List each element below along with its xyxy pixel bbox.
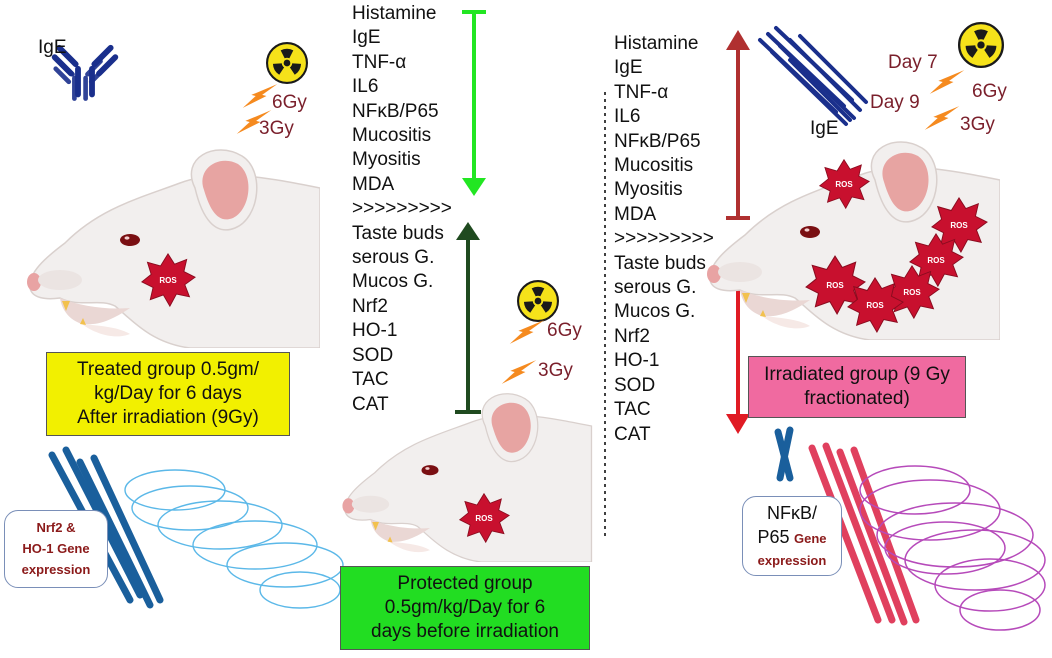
right-marker-item: HO-1 bbox=[614, 350, 660, 372]
center-marker-item: Mucos G. bbox=[352, 271, 434, 293]
center-list-separator: >>>>>>>>> bbox=[352, 198, 452, 220]
protected-box-line: days before irradiation bbox=[371, 621, 559, 642]
right-marker-list: Histamine IgE TNF-α IL6 NFκB/P65 Mucosit… bbox=[614, 32, 714, 447]
center-marker-item: Histamine bbox=[352, 3, 437, 24]
right-marker-item: TAC bbox=[614, 399, 651, 421]
red-arrow-up bbox=[726, 30, 750, 220]
svg-text:ROS: ROS bbox=[835, 180, 853, 189]
center-marker-item: Mucositis bbox=[352, 125, 432, 147]
ros-burst-center: ROS bbox=[459, 493, 510, 543]
right-marker-item: TNF-α bbox=[614, 81, 669, 103]
gene-right-line: expression bbox=[757, 553, 827, 568]
protected-box-line: Protected group bbox=[397, 573, 533, 594]
svg-text:ROS: ROS bbox=[826, 281, 844, 290]
center-marker-item: CAT bbox=[352, 393, 389, 415]
gene-right-line: P65 bbox=[757, 527, 790, 547]
right-marker-item: Taste buds bbox=[614, 252, 706, 274]
lightning-icon-right-2 bbox=[924, 106, 960, 130]
right-marker-item: MDA bbox=[614, 203, 657, 225]
center-marker-item: TNF-α bbox=[352, 51, 407, 73]
center-marker-item: MDA bbox=[352, 173, 395, 195]
gene-left-line: HO-1 Gene bbox=[22, 541, 90, 556]
irradiated-box-line: Irradiated group (9 Gy bbox=[764, 364, 950, 385]
right-list-separator: >>>>>>>>> bbox=[614, 228, 714, 250]
treated-box-line: Treated group 0.5gm/ bbox=[76, 359, 259, 380]
center-marker-item: serous G. bbox=[352, 247, 435, 269]
svg-text:ROS: ROS bbox=[159, 276, 177, 285]
svg-text:ROS: ROS bbox=[475, 514, 493, 523]
ros-bursts-right: ROS ROS ROS ROS ROS ROS bbox=[805, 159, 988, 333]
chromosome-dna-right bbox=[774, 426, 1046, 631]
dose-3gy-right: 3Gy bbox=[960, 114, 995, 135]
right-marker-item: CAT bbox=[614, 423, 651, 445]
dose-6gy-center: 6Gy bbox=[547, 320, 582, 341]
treated-group-box: Treated group 0.5gm/ kg/Day for 6 days A… bbox=[46, 352, 290, 436]
right-marker-item: Mucos G. bbox=[614, 301, 696, 323]
gene-expression-label-right: NFκB/ P65 Gene expression bbox=[742, 496, 842, 576]
right-marker-item: SOD bbox=[614, 374, 656, 396]
svg-text:ROS: ROS bbox=[950, 221, 968, 230]
dark-green-arrow-up bbox=[455, 222, 481, 414]
day9-label: Day 9 bbox=[870, 92, 920, 113]
gene-left-line: Nrf2 & bbox=[36, 520, 76, 535]
right-marker-item: NFκB/P65 bbox=[614, 130, 701, 152]
radiation-icon-center bbox=[517, 280, 559, 322]
treated-box-line: kg/Day for 6 days bbox=[94, 383, 242, 404]
day7-label: Day 7 bbox=[888, 52, 938, 73]
dose-6gy-right: 6Gy bbox=[972, 81, 1007, 102]
center-marker-item: IL6 bbox=[352, 76, 379, 98]
center-marker-item: Myositis bbox=[352, 149, 421, 171]
treated-box-line: After irradiation (9Gy) bbox=[77, 407, 259, 428]
right-marker-item: IL6 bbox=[614, 106, 641, 128]
gene-right-line: NFκB/ bbox=[766, 503, 817, 523]
irradiated-group-box: Irradiated group (9 Gy fractionated) bbox=[748, 356, 966, 418]
dose-3gy-center: 3Gy bbox=[538, 360, 573, 381]
ige-label-left: IgE bbox=[38, 37, 67, 58]
lightning-icon-center-2 bbox=[501, 360, 537, 384]
lightning-icon-right-1 bbox=[929, 70, 965, 94]
lightning-icon-center-1 bbox=[509, 320, 545, 344]
svg-text:ROS: ROS bbox=[866, 301, 884, 310]
right-marker-item: Nrf2 bbox=[614, 325, 650, 347]
protected-group-box: Protected group 0.5gm/kg/Day for 6 days … bbox=[340, 566, 590, 650]
gene-right-line: Gene bbox=[793, 531, 827, 546]
gene-expression-label-left: Nrf2 & HO-1 Gene expression bbox=[4, 510, 108, 588]
center-marker-list: Histamine IgE TNF-α IL6 NFκB/P65 Mucosit… bbox=[352, 2, 452, 417]
radiation-icon-left bbox=[266, 42, 308, 84]
radiation-icon-right bbox=[958, 22, 1004, 68]
right-marker-item: IgE bbox=[614, 57, 643, 79]
right-marker-item: serous G. bbox=[614, 277, 697, 299]
center-marker-item: SOD bbox=[352, 344, 394, 366]
gene-left-line: expression bbox=[21, 562, 91, 577]
ros-burst-left: ROS bbox=[141, 253, 196, 307]
right-marker-item: Mucositis bbox=[614, 155, 694, 177]
green-arrow-down bbox=[462, 10, 486, 196]
dose-6gy-left: 6Gy bbox=[272, 92, 307, 113]
center-marker-item: TAC bbox=[352, 369, 389, 391]
irradiated-box-line: fractionated) bbox=[804, 388, 910, 409]
svg-text:ROS: ROS bbox=[927, 256, 945, 265]
dose-3gy-left: 3Gy bbox=[259, 118, 294, 139]
center-marker-item: Taste buds bbox=[352, 222, 444, 244]
rat-illustration-left bbox=[26, 149, 320, 348]
svg-text:ROS: ROS bbox=[903, 288, 921, 297]
ige-antibody-cluster-right bbox=[758, 26, 868, 126]
center-marker-item: HO-1 bbox=[352, 320, 398, 342]
center-marker-item: NFκB/P65 bbox=[352, 100, 439, 122]
right-marker-item: Histamine bbox=[614, 33, 699, 54]
center-marker-item: IgE bbox=[352, 27, 381, 49]
protected-box-line: 0.5gm/kg/Day for 6 bbox=[384, 597, 546, 618]
ige-label-right: IgE bbox=[810, 118, 839, 139]
right-marker-item: Myositis bbox=[614, 179, 683, 201]
center-marker-item: Nrf2 bbox=[352, 295, 388, 317]
